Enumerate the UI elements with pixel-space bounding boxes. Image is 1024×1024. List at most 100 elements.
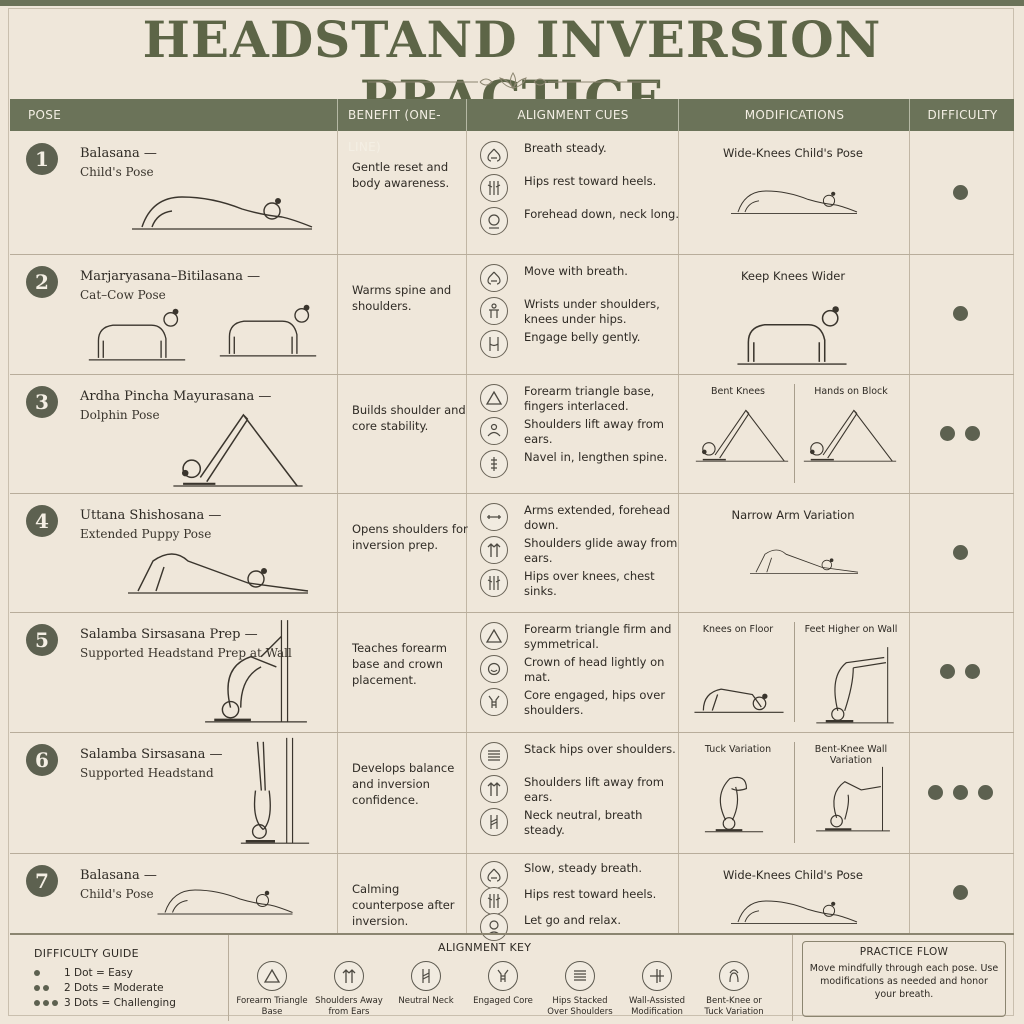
pose-english-name: Cat–Cow Pose [80, 288, 166, 302]
triangle-icon [480, 384, 508, 412]
alignment-cue-text: Hips over knees, chest sinks. [524, 569, 655, 598]
alignment-key-item: Forearm Triangle Base [234, 961, 310, 1018]
shoulders-away-icon [480, 775, 508, 803]
dot-icon [34, 1000, 40, 1006]
alignment-cue-text: Arms extended, forehead down. [524, 503, 671, 532]
shoulders-away-icon [334, 961, 364, 991]
alignment-cue: Slow, steady breath. [480, 861, 685, 895]
alignment-cue: Shoulders glide away from ears. [480, 536, 685, 570]
pose-english-name: Child's Pose [80, 887, 154, 901]
difficulty-guide-challenging: 3 Dots = Challenging [34, 997, 176, 1009]
practice-flow-text: Move mindfully through each pose. Use mo… [809, 963, 999, 1000]
pose-name: Salamba Sirsasana —Supported Headstand [80, 747, 223, 780]
modification-illustration [812, 762, 894, 840]
alignment-key-label: Shoulders Away from Ears [315, 996, 383, 1017]
alignment-cue: Engage belly gently. [480, 330, 685, 364]
difficulty-dot [965, 664, 980, 679]
alignment-key-item: Hips Stacked Over Shoulders [542, 961, 618, 1018]
difficulty-dot [940, 664, 955, 679]
pose-illustration [168, 406, 308, 497]
alignment-cue-text: Shoulders lift away from ears. [524, 417, 664, 446]
pose-number-badge: 1 [26, 143, 58, 175]
header-pose: POSE [28, 108, 62, 122]
torso-icon [480, 297, 508, 325]
modification-illustration [700, 762, 768, 841]
crown-icon [480, 655, 508, 683]
column-divider [466, 131, 467, 934]
alignment-cue-text: Engage belly gently. [524, 330, 641, 344]
modification-label: Wide-Knees Child's Pose [723, 868, 863, 882]
pose-benefit: Calming counterpose after inversion. [352, 882, 455, 928]
alignment-cue-text: Shoulders lift away from ears. [524, 775, 664, 804]
difficulty-guide-title: DIFFICULTY GUIDE [34, 947, 139, 960]
modification-label: Feet Higher on Wall [804, 624, 898, 635]
modification-illustration [690, 664, 788, 722]
core-icon [488, 961, 518, 991]
relax-icon [480, 913, 508, 941]
difficulty-dot [940, 425, 955, 441]
pose-name: Marjaryasana–Bitilasana —Cat–Cow Pose [80, 269, 261, 302]
alignment-cue: Neck neutral, breath steady. [480, 808, 685, 842]
alignment-cue-text: Hips rest toward heels. [524, 174, 657, 188]
alignment-cue: Shoulders lift away from ears. [480, 417, 685, 451]
modification-label: Tuck Variation [704, 744, 772, 755]
alignment-cue-text: Let go and relax. [524, 913, 621, 927]
stack-icon [565, 961, 595, 991]
breath-icon [480, 141, 508, 169]
modification-illustration [732, 294, 852, 375]
pose-english-name: Supported Headstand [80, 766, 214, 780]
pose-english-name: Dolphin Pose [80, 408, 160, 422]
alignment-key-title: ALIGNMENT KEY [438, 941, 532, 954]
modification-divider [794, 742, 795, 843]
pose-row-3 [10, 374, 1014, 494]
alignment-key-item: Neutral Neck [388, 961, 464, 1007]
alignment-cue: Crown of head lightly on mat. [480, 655, 685, 689]
alignment-key-label: Engaged Core [473, 996, 533, 1006]
neck-icon [480, 808, 508, 836]
alignment-key-label: Hips Stacked Over Shoulders [547, 996, 613, 1017]
modification-divider [794, 384, 795, 483]
pose-benefit: Opens shoulders for inversion prep. [352, 522, 468, 552]
pose-name: Balasana —Child's Pose [80, 146, 157, 179]
difficulty-dot [965, 425, 980, 441]
pose-row-2 [10, 254, 1014, 375]
pose-number-badge: 2 [26, 266, 58, 298]
wall-icon [642, 961, 672, 991]
difficulty-dot [952, 784, 968, 800]
pose-number-badge: 4 [26, 505, 58, 537]
pose-english-name: Supported Headstand Prep at Wall [80, 646, 292, 660]
alignment-key-label: Forearm Triangle Base [236, 996, 308, 1017]
pose-number-badge: 6 [26, 744, 58, 776]
pose-row-1 [10, 131, 1014, 255]
alignment-cue-text: Neck neutral, breath steady. [524, 808, 643, 837]
difficulty-dot [952, 544, 968, 560]
pose-benefit: Teaches forearm base and crown placement… [352, 641, 447, 687]
modification-label: Bent Knees [710, 386, 766, 397]
pose-illustration [118, 539, 318, 603]
alignment-cue: Arms extended, forehead down. [480, 503, 685, 537]
hips-icon [480, 887, 508, 915]
header-difficulty: DIFFICULTY [909, 99, 1015, 131]
pose-name: Salamba Sirsasana Prep —Supported Headst… [80, 627, 292, 660]
pose-number-badge: 7 [26, 865, 58, 897]
pose-benefit: Warms spine and shoulders. [352, 283, 452, 313]
dot-icon [43, 985, 49, 991]
practice-flow-box: PRACTICE FLOW Move mindfully through eac… [802, 941, 1006, 1017]
table-header: POSE BENEFIT (ONE-LINE) ALIGNMENT CUES M… [10, 99, 1015, 154]
belly-icon [480, 330, 508, 358]
modification-illustration [724, 887, 864, 933]
alignment-cue-text: Forearm triangle firm and symmetrical. [524, 622, 672, 651]
column-divider [909, 131, 910, 934]
alignment-cue-text: Stack hips over shoulders. [524, 742, 676, 756]
pose-illustration [84, 298, 190, 370]
modification-label: Knees on Floor [702, 624, 774, 635]
alignment-cue-text: Core engaged, hips over shoulders. [524, 688, 666, 717]
top-accent-bar [0, 0, 1024, 6]
alignment-cue-text: Breath steady. [524, 141, 607, 155]
page-frame [8, 8, 1014, 1016]
arms-extended-icon [480, 503, 508, 531]
neck-icon [411, 961, 441, 991]
pose-illustration [215, 294, 321, 366]
legend-section: DIFFICULTY GUIDE 1 Dot = Easy 2 Dots = M… [10, 933, 1014, 1021]
difficulty-dot [927, 784, 943, 800]
